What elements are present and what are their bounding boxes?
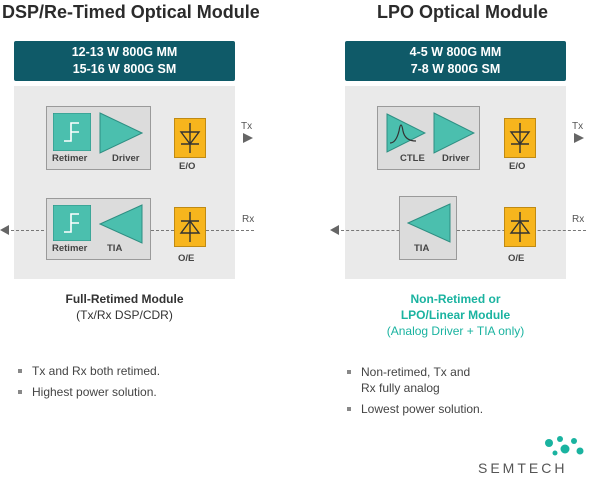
left-oe-component — [174, 207, 206, 247]
photodiode-icon — [509, 212, 531, 242]
right-rx-signal-label: Rx — [572, 214, 585, 225]
semtech-logo-icon — [545, 436, 584, 456]
left-tx-label-driver: Driver — [112, 153, 140, 164]
left-caption-title: Full-Retimed Module — [65, 292, 184, 306]
left-caption-subtitle: (Tx/Rx DSP/CDR) — [76, 308, 173, 322]
laser-diode-icon — [509, 123, 531, 153]
left-tx-block: Retimer Driver — [46, 106, 151, 170]
right-bullet-1-line-1: Non-retimed, Tx and — [361, 365, 471, 379]
right-bullet-1: Non-retimed, Tx and Rx fully analog — [346, 364, 471, 396]
right-banner-line-2: 7-8 W 800G SM — [410, 62, 501, 76]
left-rx-arrow-icon — [0, 225, 9, 235]
right-oe-label: O/E — [508, 253, 525, 264]
left-bullet-1: Tx and Rx both retimed. — [17, 364, 161, 378]
right-caption-title-1: Non-Retimed or — [410, 292, 501, 306]
left-banner-line-2: 15-16 W 800G SM — [72, 62, 177, 76]
left-banner-line-1: 12-13 W 800G MM — [71, 45, 178, 59]
right-eo-component — [504, 118, 536, 158]
right-caption-title-2: LPO/Linear Module — [400, 308, 511, 322]
laser-diode-icon — [179, 123, 201, 153]
right-tx-label-ctle: CTLE — [400, 153, 425, 164]
right-eo-label: E/O — [509, 161, 526, 172]
photodiode-icon — [179, 212, 201, 242]
driver-amplifier-icon — [99, 112, 143, 154]
right-title: LPO Optical Module — [377, 2, 549, 22]
retimer-icon — [53, 205, 91, 241]
left-rx-label-tia: TIA — [107, 243, 123, 254]
left-tx-signal-label: Tx — [241, 121, 253, 132]
left-tx-arrow-icon — [243, 133, 253, 143]
left-eo-component — [174, 118, 206, 158]
right-oe-component — [504, 207, 536, 247]
left-eo-label: E/O — [179, 161, 196, 172]
right-bullet-1-line-2: Rx fully analog — [361, 381, 440, 395]
left-rx-block: Retimer TIA — [46, 198, 151, 260]
right-rx-label-tia: TIA — [414, 243, 430, 254]
driver-amplifier-icon — [433, 112, 475, 154]
right-tx-block: CTLE Driver — [377, 106, 480, 170]
right-bullet-2: Lowest power solution. — [346, 402, 484, 416]
ctle-icon — [386, 113, 426, 153]
right-tx-arrow-icon — [574, 133, 584, 143]
right-banner-line-1: 4-5 W 800G MM — [409, 45, 502, 59]
left-rx-label-retimer: Retimer — [52, 243, 88, 254]
right-tx-label-driver: Driver — [442, 153, 470, 164]
right-rx-path-line — [336, 230, 586, 231]
right-power-banner: 4-5 W 800G MM 7-8 W 800G SM — [345, 41, 566, 81]
tia-amplifier-icon — [407, 203, 451, 243]
tia-amplifier-icon — [99, 204, 143, 244]
left-oe-label: O/E — [178, 253, 195, 264]
semtech-logo-text: SEMTECH — [478, 460, 568, 476]
right-caption-subtitle: (Analog Driver + TIA only) — [386, 324, 525, 338]
left-rx-signal-label: Rx — [242, 214, 255, 225]
right-tx-signal-label: Tx — [572, 121, 584, 132]
left-power-banner: 12-13 W 800G MM 15-16 W 800G SM — [14, 41, 235, 81]
left-title: DSP/Re-Timed Optical Module — [2, 2, 260, 22]
left-bullet-2: Highest power solution. — [18, 385, 157, 399]
retimer-icon — [53, 113, 91, 151]
left-tx-label-retimer: Retimer — [52, 153, 88, 164]
right-rx-arrow-icon — [330, 225, 339, 235]
right-rx-block: TIA — [399, 196, 457, 260]
